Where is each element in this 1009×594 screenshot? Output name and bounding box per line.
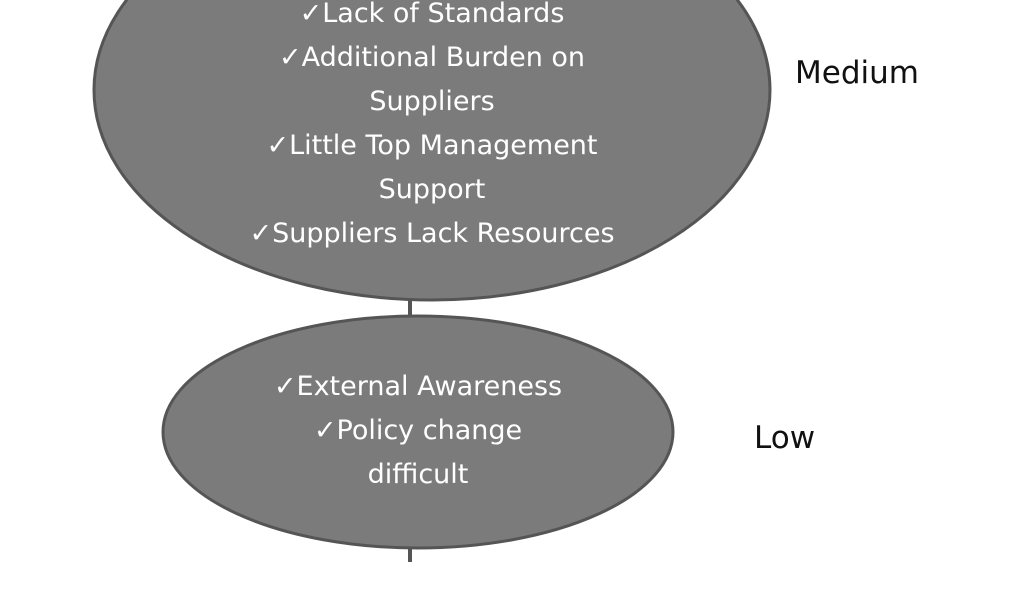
level-label-medium: Medium <box>795 55 919 91</box>
medium-item-1: ✓Lack of Standards <box>299 0 565 29</box>
medium-item-3-cont: Support <box>378 174 486 205</box>
low-item-2-cont: difficult <box>367 459 469 490</box>
low-item-1: ✓External Awareness <box>273 371 563 402</box>
medium-item-4: ✓Suppliers Lack Resources <box>249 218 615 249</box>
low-node-text: ✓External Awareness ✓Policy change diffi… <box>218 365 618 497</box>
medium-item-2: ✓Additional Burden on <box>278 42 586 73</box>
medium-node-text: ✓Lack of Standards ✓Additional Burden on… <box>132 0 732 256</box>
low-ellipse <box>161 314 675 550</box>
medium-ellipse <box>92 0 772 302</box>
medium-item-3: ✓Little Top Management <box>266 130 598 161</box>
level-label-low: Low <box>754 420 816 456</box>
medium-item-2-cont: Suppliers <box>369 86 495 117</box>
low-item-2: ✓Policy change <box>313 415 523 446</box>
